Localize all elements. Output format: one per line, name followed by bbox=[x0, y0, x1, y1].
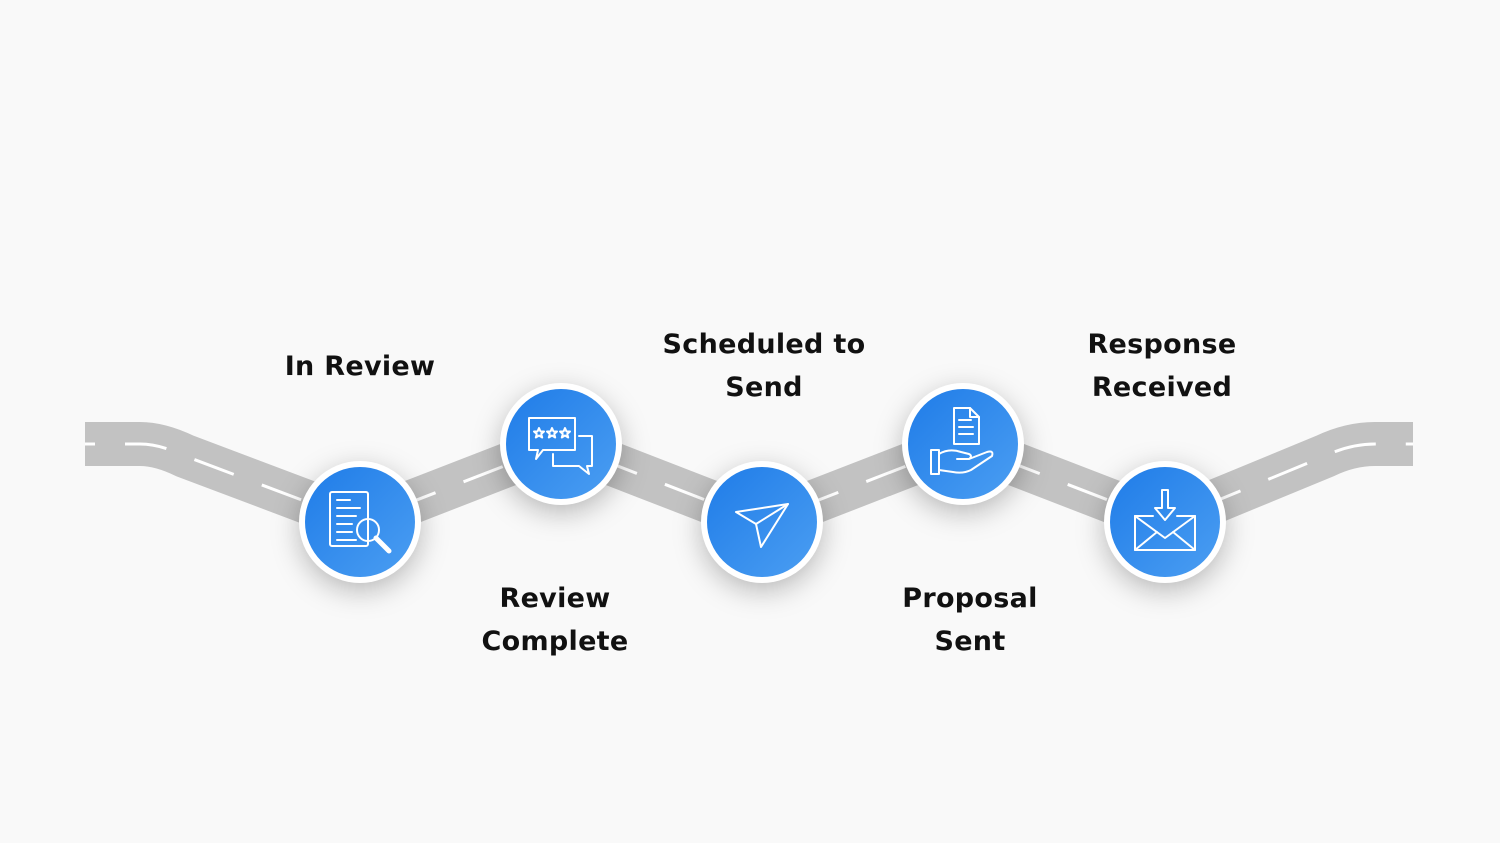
rating-chat-icon bbox=[528, 417, 593, 475]
document-hand-icon bbox=[930, 407, 994, 475]
stage-node-fill bbox=[707, 467, 817, 577]
stage-label-line: Sent bbox=[934, 626, 1006, 657]
stage-nodes bbox=[299, 383, 1226, 590]
stage-label: Scheduled to Send bbox=[644, 323, 884, 409]
envelope-download-icon bbox=[1134, 489, 1196, 551]
stage-node bbox=[701, 461, 823, 590]
stage-label-line: Proposal bbox=[902, 583, 1038, 614]
stage-label-line: Review bbox=[499, 583, 611, 614]
stage-label-line: Response bbox=[1087, 329, 1237, 360]
stage-label-line: In Review bbox=[284, 351, 436, 382]
stage-label-line: Received bbox=[1091, 372, 1233, 403]
stage-label-line: Send bbox=[725, 372, 803, 403]
stage-label: In Review bbox=[240, 345, 480, 388]
stage-label-line: Complete bbox=[481, 626, 629, 657]
document-search-icon bbox=[329, 491, 392, 554]
stage-node-fill bbox=[506, 389, 616, 499]
stage-node bbox=[1104, 461, 1226, 590]
stage-node-fill bbox=[1110, 467, 1220, 577]
stage-label-line: Scheduled to bbox=[662, 329, 866, 360]
paper-plane-icon bbox=[735, 503, 789, 548]
stage-node bbox=[500, 383, 622, 512]
stage-node bbox=[299, 461, 421, 590]
stage-node bbox=[902, 383, 1024, 512]
